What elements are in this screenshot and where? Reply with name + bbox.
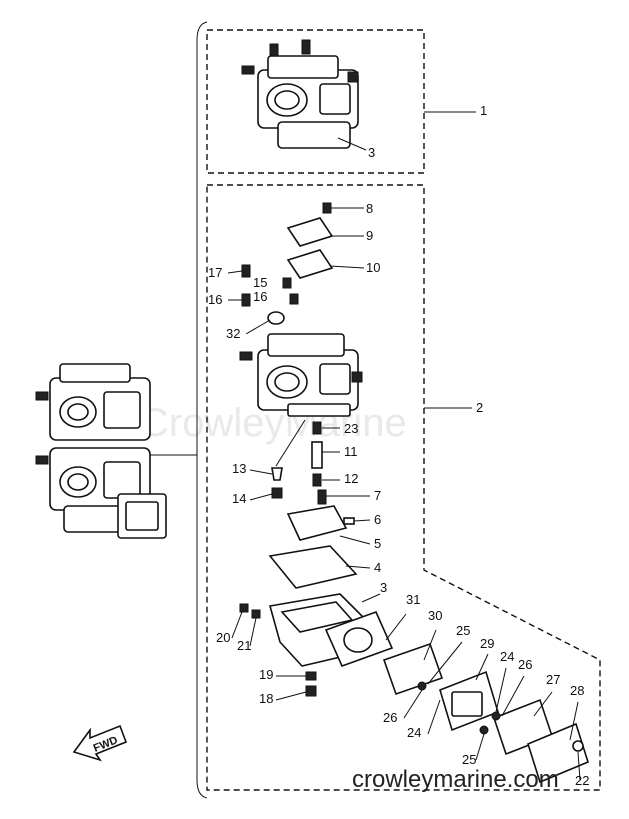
callout-26: 26 [518,657,532,672]
callout-23: 23 [344,421,358,436]
callout-20: 20 [216,630,230,645]
callout-3: 3 [368,145,375,160]
callout-18: 18 [259,691,273,706]
callout-2: 2 [476,400,483,415]
cover-parts [286,202,365,279]
carburetor-pair-assembly [35,363,167,539]
callout-24: 24 [500,649,514,664]
site-text: crowleymarine.com [352,766,559,793]
callout-10: 10 [366,260,380,275]
callout-9: 9 [366,228,373,243]
carburetor-body [239,333,363,417]
callout-8: 8 [366,201,373,216]
callout-21: 21 [237,638,251,653]
callout-7: 7 [374,488,381,503]
callout-15: 15 [253,275,267,290]
fuel-pump-parts [324,610,589,784]
callout-32: 32 [226,326,240,341]
carburetor-assembly-top [241,39,367,151]
callout-11: 11 [344,444,358,459]
callout-4: 4 [374,560,381,575]
callout-19: 19 [259,667,273,682]
assembly-2-box [206,184,601,791]
callout-17: 17 [208,265,222,280]
callout-28: 28 [570,683,584,698]
callout-16: 16 [253,289,267,304]
callout-31: 31 [406,592,420,607]
group-bracket [196,21,208,799]
float-parts [268,489,371,589]
callout-6: 6 [374,512,381,527]
fwd-arrow-icon: FWD [72,724,128,762]
callout-13: 13 [232,461,246,476]
callout-25: 25 [456,623,470,638]
callout-24: 24 [407,725,421,740]
pilot-screw-parts [227,264,299,335]
jet-parts [249,419,340,501]
callout-29: 29 [480,636,494,651]
callout-3: 3 [380,580,387,595]
callout-16: 16 [208,292,222,307]
callout-5: 5 [374,536,381,551]
callout-26: 26 [383,710,397,725]
callout-1: 1 [480,103,487,118]
callout-27: 27 [546,672,560,687]
callout-14: 14 [232,491,246,506]
callout-22: 22 [575,773,589,788]
callout-30: 30 [428,608,442,623]
callout-25: 25 [462,752,476,767]
callout-12: 12 [344,471,358,486]
